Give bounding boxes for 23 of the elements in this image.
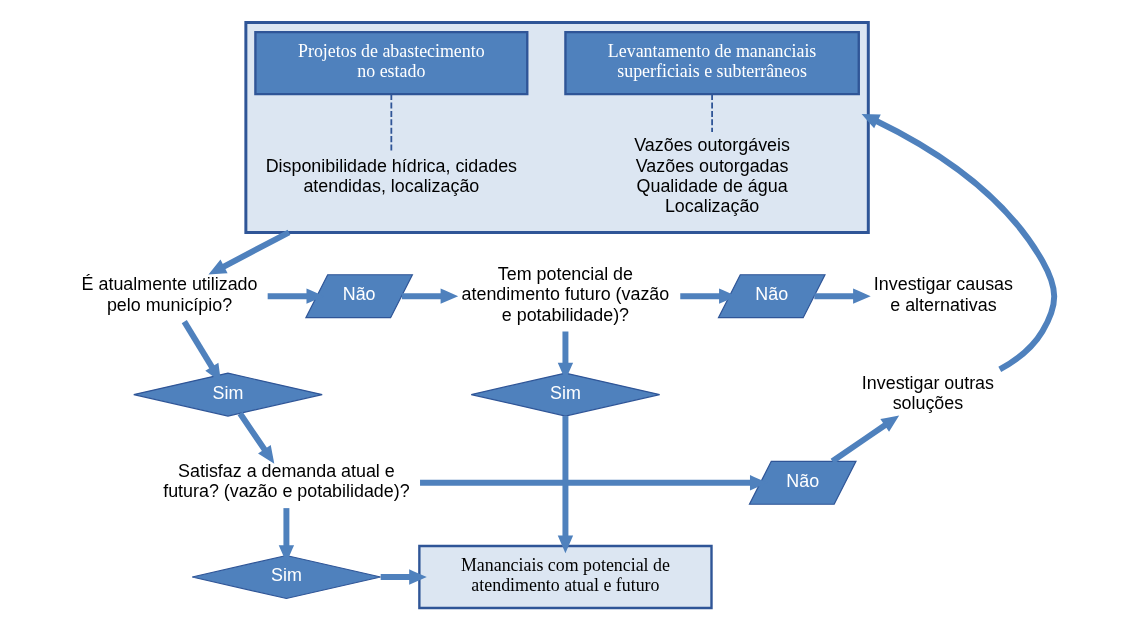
arrow bbox=[814, 288, 871, 304]
arrow bbox=[401, 288, 459, 304]
arrow bbox=[830, 415, 900, 464]
arrow bbox=[861, 113, 1058, 373]
arrow bbox=[208, 229, 291, 275]
node-text: Vazões outorgáveis Vazões outorgadas Qualidade de água Localização bbox=[634, 135, 790, 217]
node-text: É atualmente utilizado pelo município? bbox=[81, 274, 258, 315]
connector bbox=[711, 93, 713, 133]
arrow bbox=[237, 411, 275, 464]
node-box: Projetos de abastecimento no estado bbox=[254, 30, 529, 96]
node-diamond: Sim bbox=[191, 554, 382, 600]
node-diamond: Sim bbox=[470, 372, 661, 417]
node-box: Mananciais com potencial de atendimento atual e futuro bbox=[418, 544, 713, 610]
cluster bbox=[244, 21, 870, 234]
node-diamond: Sim bbox=[133, 372, 323, 417]
node-text: Investigar outras soluções bbox=[861, 372, 995, 413]
node-text: Investigar causas e alternativas bbox=[873, 274, 1013, 315]
node-box: Levantamento de mananciais superficiais e subterrâneos bbox=[564, 30, 860, 96]
node-text: Tem potencial de atendimento futuro (vazão e potabilidade)? bbox=[461, 264, 670, 325]
arrow bbox=[557, 416, 574, 554]
node-text: Satisfaz a demanda atual e futura? (vazão e potabilidade)? bbox=[163, 460, 410, 502]
node-text: Disponibilidade hídrica, cidades atendidas, localização bbox=[265, 155, 518, 196]
arrow bbox=[380, 569, 427, 585]
